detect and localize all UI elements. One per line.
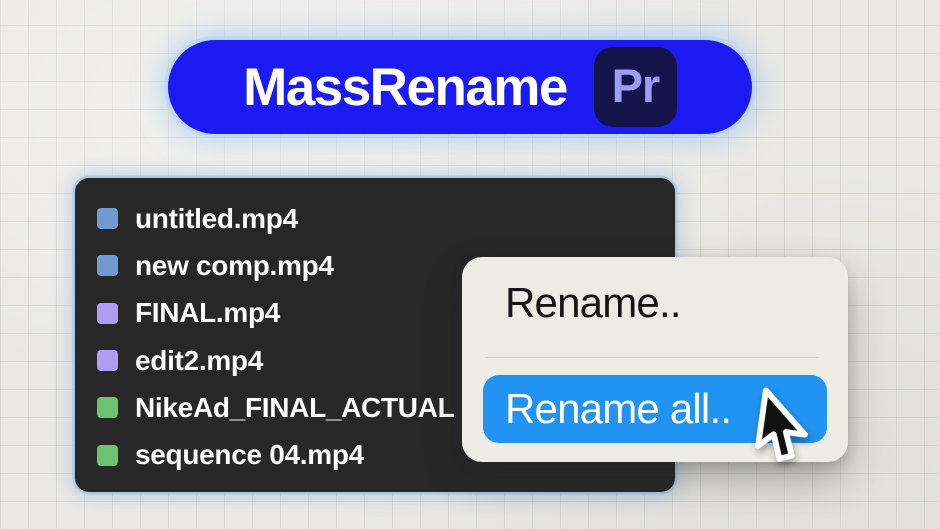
- premiere-pro-icon-label: Pr: [611, 59, 661, 112]
- file-name: edit2.mp4: [135, 344, 264, 376]
- file-row[interactable]: FINAL.mp4: [97, 290, 675, 337]
- file-row[interactable]: NikeAd_FINAL_ACTUAL: [97, 384, 675, 431]
- menu-item-rename[interactable]: Rename..: [505, 279, 682, 326]
- label-color-swatch: [97, 208, 118, 230]
- file-name: untitled.mp4: [135, 202, 298, 234]
- label-color-swatch: [97, 397, 118, 419]
- file-name: sequence 04.mp4: [135, 439, 364, 471]
- menu-divider: [485, 357, 819, 358]
- file-name: NikeAd_FINAL_ACTUAL: [135, 391, 455, 423]
- file-row[interactable]: sequence 04.mp4: [97, 431, 675, 478]
- file-name: new comp.mp4: [135, 249, 334, 281]
- context-menu: Rename.. Rename all..: [462, 257, 848, 462]
- menu-item-rename-all-label: Rename all..: [505, 385, 732, 432]
- app-title-banner: MassRename Pr: [168, 40, 752, 134]
- file-name: FINAL.mp4: [135, 297, 281, 329]
- app-title: MassRename: [243, 57, 568, 117]
- label-color-swatch: [97, 255, 118, 277]
- label-color-swatch: [97, 302, 118, 324]
- file-row[interactable]: edit2.mp4: [97, 337, 675, 384]
- mouse-cursor-icon: [755, 387, 808, 462]
- premiere-pro-icon: Pr: [593, 47, 677, 127]
- file-row[interactable]: untitled.mp4: [97, 195, 675, 242]
- file-row[interactable]: new comp.mp4: [97, 242, 675, 289]
- label-color-swatch: [97, 444, 118, 466]
- label-color-swatch: [97, 350, 118, 372]
